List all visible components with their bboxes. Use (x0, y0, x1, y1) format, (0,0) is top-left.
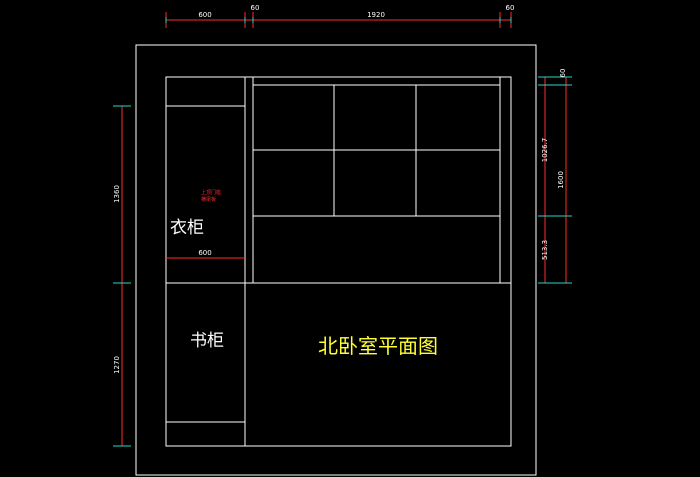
wardrobe-label: 衣柜 (170, 218, 204, 238)
bookcase-label: 书柜 (190, 331, 224, 351)
dim-wardrobe-inner-width: 600 (198, 249, 211, 257)
dim-top-gap-right: 60 (506, 4, 515, 12)
inner-room-outline (165, 76, 512, 447)
extension-ticks (113, 17, 572, 447)
outer-wall (135, 44, 537, 476)
room-walls (135, 44, 537, 476)
dim-right-lower: 513.3 (541, 240, 549, 260)
dim-right-top: 60 (559, 69, 567, 78)
dim-top-gap-left: 60 (251, 4, 260, 12)
dim-left-lower: 1270 (113, 356, 121, 374)
note-line-2: 横梁板 (201, 196, 216, 203)
dim-top-left-width: 600 (198, 11, 211, 19)
dimension-labels: 600 60 1920 60 1360 1270 60 1026.7 1600 … (113, 4, 567, 374)
drawing-title: 北卧室平面图 (318, 334, 438, 358)
dim-right-total: 1600 (557, 171, 565, 189)
note-line-1: 上顶门槛 (201, 189, 221, 196)
dim-top-center-width: 1920 (367, 11, 385, 19)
dim-right-upper: 1026.7 (541, 138, 549, 163)
dim-left-upper: 1360 (113, 185, 121, 203)
